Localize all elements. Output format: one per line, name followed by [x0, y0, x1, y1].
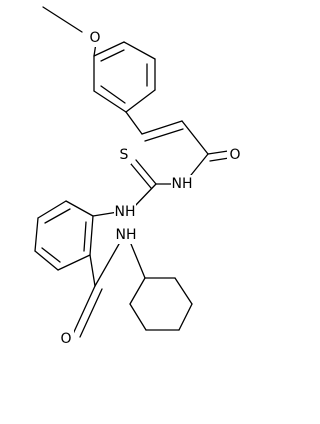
bond-line-34: [79, 288, 103, 338]
atom-label-nh-amide: NH: [116, 227, 137, 243]
atom-label-o-enone: O: [229, 147, 240, 163]
bond-line-2: [93, 41, 125, 57]
bond-line-19: [135, 159, 157, 185]
bond-line-30: [41, 247, 61, 263]
label-bg-o-methoxy: [88, 29, 102, 47]
atom-label-o-methoxy: O: [89, 30, 100, 46]
bond-line-8: [100, 49, 125, 62]
bond-line-24: [37, 200, 67, 219]
bond-line-16: [209, 157, 230, 162]
bond-line-5: [125, 89, 156, 113]
bond-line-42: [129, 277, 146, 305]
atom-labels: O O NH S NH O NH: [58, 29, 243, 348]
bond-line-26: [34, 250, 59, 271]
bond-line-25: [34, 217, 39, 252]
bond-line-35: [94, 243, 120, 287]
bond-line-0: [42, 6, 83, 33]
bond-line-32: [89, 254, 96, 287]
bond-line-3: [123, 41, 156, 60]
bond-line-27: [57, 254, 91, 271]
atom-label-nh-imide: NH: [172, 176, 193, 192]
atom-label-nh-thiourea: NH: [115, 204, 136, 220]
bond-line-20: [130, 163, 152, 189]
molecule-diagram: O O NH S NH O NH: [34, 6, 243, 348]
bond-lines: [34, 6, 230, 338]
bond-line-39: [178, 303, 193, 331]
bond-line-31: [83, 221, 87, 252]
bond-line-29: [44, 208, 71, 224]
label-bg-s-thio: [117, 146, 131, 164]
bond-line-10: [100, 85, 126, 104]
atom-label-s-thio: S: [120, 147, 129, 163]
label-bg-nh-amide: [116, 226, 138, 244]
label-bg-o-enone: [227, 146, 243, 164]
bond-line-13: [144, 128, 184, 142]
atom-label-o-amide: O: [60, 331, 71, 347]
label-bg-nh-imide: [171, 175, 193, 193]
bond-line-14: [181, 120, 209, 155]
bond-line-11: [125, 111, 143, 135]
label-bg-nh-thiourea: [114, 203, 136, 221]
bond-line-38: [174, 277, 193, 305]
bond-line-33: [72, 285, 96, 335]
bond-line-6: [93, 90, 127, 113]
bond-line-36: [130, 243, 146, 279]
bond-line-22: [92, 211, 119, 217]
label-bg-o-amide: [58, 330, 74, 348]
bond-line-15: [207, 150, 229, 155]
bond-line-21: [132, 183, 157, 209]
bond-line-12: [141, 120, 183, 135]
bond-line-41: [129, 303, 147, 331]
bond-line-28: [89, 215, 94, 256]
bond-line-23: [65, 200, 94, 217]
